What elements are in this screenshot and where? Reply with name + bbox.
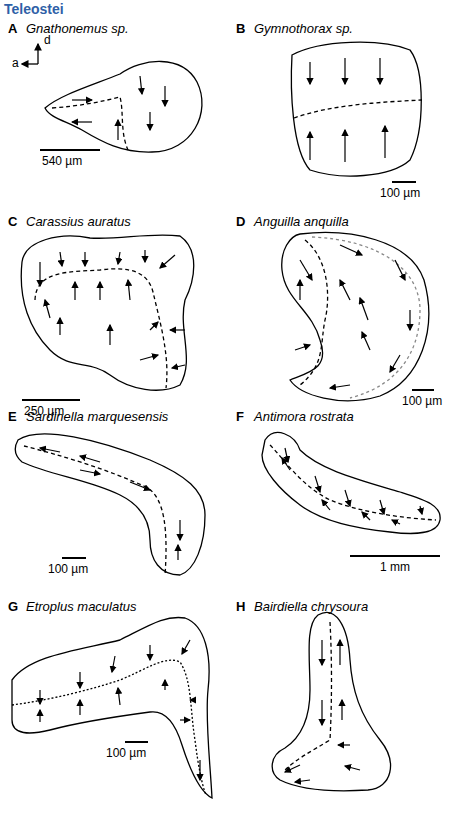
orientation-arrow — [150, 322, 158, 330]
orientation-arrow — [409, 310, 410, 330]
orientation-arrow — [72, 99, 92, 100]
orientation-arrow — [130, 482, 150, 490]
orientation-arrow — [390, 355, 400, 372]
species-name: Gymnothorax sp. — [254, 22, 353, 36]
orientation-arrow — [379, 58, 380, 84]
scale-label: 100 µm — [106, 747, 146, 760]
orientation-arrow — [39, 690, 40, 704]
orientation-arrow — [330, 385, 350, 388]
orientation-arrow — [285, 448, 288, 462]
orientation-arrow — [362, 332, 370, 350]
orientation-arrow — [144, 250, 145, 262]
orientation-arrow — [309, 62, 310, 84]
orientation-arrow — [39, 710, 40, 722]
orientation-arrow — [322, 500, 330, 510]
orientation-arrow — [395, 260, 405, 280]
figure-title: Teleostei — [4, 2, 64, 17]
orientation-arrow — [109, 325, 110, 345]
orientation-arrow — [60, 252, 62, 266]
orientation-arrow — [149, 645, 150, 660]
orientation-arrow — [80, 470, 100, 474]
orientation-arrow — [362, 512, 370, 520]
orientation-arrow — [40, 448, 60, 452]
orientation-arrow — [140, 355, 158, 360]
orientation-arrow — [160, 255, 175, 268]
orientation-arrow — [341, 700, 342, 720]
orientation-arrow — [140, 76, 142, 94]
orientation-arrow — [345, 490, 350, 506]
orientation-arrow — [384, 126, 385, 158]
orientation-arrow — [309, 132, 310, 160]
scale-label: 100 µm — [402, 395, 442, 408]
species-name: Anguilla anquilla — [254, 215, 349, 229]
orientation-arrow — [338, 744, 350, 745]
species-name: Sardinella marquesensis — [26, 410, 168, 424]
scale-label: 1 mm — [380, 561, 410, 574]
orientation-arrow — [79, 672, 80, 688]
orientation-arrow — [84, 252, 85, 266]
orientation-arrow — [282, 458, 290, 470]
panel-letter: D — [236, 215, 245, 229]
scale-label: 540 µm — [42, 155, 82, 168]
orientation-arrow — [72, 121, 92, 122]
orientation-arrow — [199, 760, 200, 780]
orientation-arrow — [164, 680, 165, 690]
orientation-arrow — [170, 329, 185, 330]
orientation-arrow — [344, 58, 345, 84]
panel-letter: A — [8, 22, 17, 36]
orientation-arrow — [180, 719, 190, 720]
orientation-arrow — [300, 260, 312, 280]
panel-letter: B — [236, 22, 245, 36]
orientation-arrow — [380, 500, 384, 514]
species-name: Carassius auratus — [26, 215, 131, 229]
panel-letter: C — [8, 215, 17, 229]
species-name: Bairdiella chrysoura — [254, 600, 368, 614]
species-name: Antimora rostrata — [254, 410, 354, 424]
orientation-arrow — [340, 280, 350, 300]
panel-letter: F — [236, 410, 244, 424]
orientation-arrow — [299, 280, 300, 300]
orientation-arrow — [112, 656, 115, 672]
axis-label: a — [12, 57, 19, 70]
orientation-arrow — [118, 688, 120, 705]
orientation-arrow — [39, 262, 40, 286]
orientation-arrow — [172, 365, 185, 368]
scale-label: 100 µm — [380, 187, 420, 200]
orientation-arrow — [177, 545, 178, 560]
orientation-arrow — [420, 506, 422, 514]
panel-letter: G — [8, 600, 18, 614]
orientation-arrow — [45, 300, 50, 318]
orientation-arrow — [80, 456, 100, 462]
species-name: Etroplus maculatus — [26, 600, 137, 614]
orientation-arrow — [339, 640, 340, 665]
orientation-arrow — [295, 780, 310, 782]
scale-label: 100 µm — [48, 563, 88, 576]
orientation-arrow — [285, 765, 300, 772]
orientation-arrow — [392, 520, 400, 524]
panel-letter: E — [8, 410, 17, 424]
orientation-arrow — [315, 476, 320, 492]
orientation-arrow — [182, 640, 190, 654]
orientation-arrow — [164, 86, 165, 106]
orientation-arrow — [344, 130, 345, 162]
orientation-arrow — [117, 120, 118, 140]
orientation-arrow — [118, 252, 120, 264]
orientation-arrow — [360, 298, 368, 320]
orientation-arrow — [59, 318, 60, 335]
orientation-arrow — [340, 245, 362, 255]
orientation-arrow — [321, 700, 322, 725]
orientation-arrow — [190, 699, 195, 700]
orientation-arrow — [321, 640, 322, 665]
orientation-arrow — [74, 282, 75, 300]
orientation-arrow — [149, 112, 150, 130]
orientation-arrow — [99, 282, 100, 300]
orientation-arrow — [79, 700, 80, 715]
orientation-arrow — [179, 520, 180, 540]
orientation-arrow — [295, 345, 310, 350]
species-name: Gnathonemus sp. — [26, 22, 129, 36]
orientation-arrow — [128, 280, 130, 300]
panel-letter: H — [236, 600, 245, 614]
axis-label: d — [44, 34, 51, 47]
orientation-arrow — [345, 766, 360, 770]
